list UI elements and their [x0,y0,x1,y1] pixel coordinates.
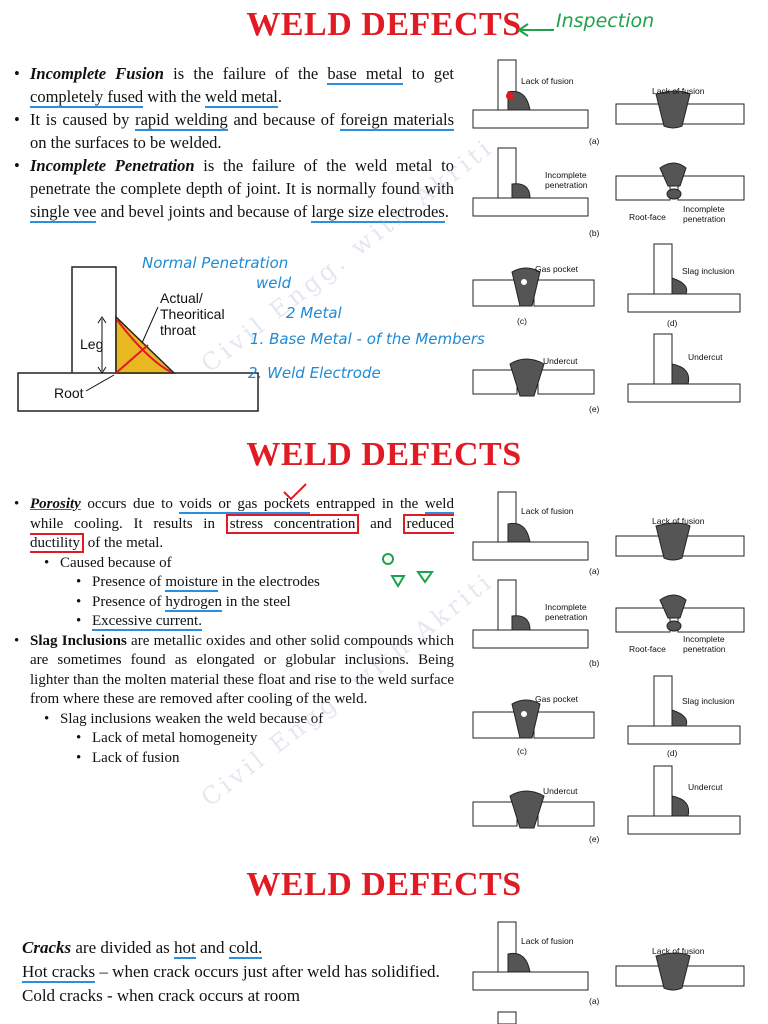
bullet-slag: Slag Inclusions are metallic oxides and … [14,632,454,710]
bullet-cause: It is caused by rapid welding and becaus… [14,108,454,154]
bullet-moisture: Presence of moisture in the electrodes [14,573,454,593]
defects-figure-panel-2 [472,491,745,835]
green-marks-icon [382,553,434,588]
handwritten-inspection: Inspection [556,10,655,32]
section-1-text: Incomplete Fusion is the failure of the … [14,62,454,223]
label-lack-of-fusion-a1: Lack of fusion [521,76,574,86]
label-incomplete-1: Incomplete [545,170,587,180]
bullet-incomplete-fusion: Incomplete Fusion is the failure of the … [14,62,454,108]
label-penetration-1: penetration [545,180,588,190]
label-b: (b) [589,228,600,238]
label3-a: (a) [589,996,600,1006]
label2-gas-pocket: Gas pocket [535,694,578,704]
bullet-slag-weakens: Slag inclusions weaken the weld because … [14,710,454,730]
bullet-hydrogen: Presence of hydrogen in the steel [14,593,454,613]
label3-lack-of-fusion-a1: Lack of fusion [521,936,574,946]
bullet-excessive-current: Excessive current. [14,612,454,632]
label-penetration-2: penetration [683,214,726,224]
note-base-metal: 1. Base Metal - of the Members [250,330,485,348]
label-a: (a) [589,136,600,146]
label-undercut-2: Undercut [688,352,723,362]
note-normal-penetration: Normal Penetration [142,254,289,272]
hot-cracks-line: Hot cracks – when crack occurs just afte… [22,962,440,983]
note-weld: weld [256,274,292,292]
bullet-porosity: Porosity occurs due to voids or gas pock… [14,495,454,554]
section-1-title: WELD DEFECTS [246,6,522,43]
label2-e: (e) [589,834,600,844]
section-3-text: Cracks are divided as hot and cold. Hot … [22,936,452,1008]
section-2-text: Porosity occurs due to voids or gas pock… [14,495,454,768]
label-root-face: Root-face [629,212,666,222]
label2-a: (a) [589,566,600,576]
throat-label-1: Actual/ [160,290,203,306]
section-2-title: WELD DEFECTS [246,436,522,473]
bullet-homogeneity: Lack of metal homogeneity [14,729,454,749]
leg-label: Leg [80,336,104,352]
label2-c: (c) [517,746,527,756]
note-weld-electrode: 2. Weld Electrode [248,364,381,382]
note-2-metal: 2 Metal [286,304,342,322]
bullet-incomplete-penetration: Incomplete Penetration is the failure of… [14,154,454,223]
label2-lack-of-fusion-a2: Lack of fusion [652,516,705,526]
label-undercut-1: Undercut [543,356,578,366]
label2-lack-of-fusion-a1: Lack of fusion [521,506,574,516]
label2-undercut-1: Undercut [543,786,578,796]
label2-b: (b) [589,658,600,668]
bullet-lack-of-fusion: Lack of fusion [14,749,454,769]
label-gas-pocket: Gas pocket [535,264,578,274]
bullet-caused-because: Caused because of [14,554,454,574]
defects-figure-panel-1 [472,59,745,403]
label2-slag-inclusion: Slag inclusion [682,696,735,706]
section-3-title: WELD DEFECTS [246,866,522,903]
defects-figure-panel-3 [472,921,745,1024]
label2-incomplete-2: Incomplete [683,634,725,644]
label-slag-inclusion: Slag inclusion [682,266,735,276]
label-c: (c) [517,316,527,326]
label2-d: (d) [667,748,678,758]
label-e: (e) [589,404,600,414]
label2-root-face: Root-face [629,644,666,654]
cracks-line: Cracks are divided as hot and cold. [22,938,263,959]
label-lack-of-fusion-a2: Lack of fusion [652,86,705,96]
arrow-icon [517,23,554,37]
fillet-weld-diagram [17,266,259,412]
label-d: (d) [667,318,678,328]
label2-penetration-2: penetration [683,644,726,654]
root-label: Root [54,385,84,401]
label3-lack-of-fusion-a2: Lack of fusion [652,946,705,956]
throat-label-3: throat [160,322,196,338]
cold-cracks-line: Cold cracks - when crack occurs at room [22,986,301,1005]
label2-undercut-2: Undercut [688,782,723,792]
label2-incomplete-1: Incomplete [545,602,587,612]
throat-label-2: Theoritical [160,306,225,322]
label-incomplete-2: Incomplete [683,204,725,214]
red-check-icon [283,483,307,501]
label2-penetration-1: penetration [545,612,588,622]
